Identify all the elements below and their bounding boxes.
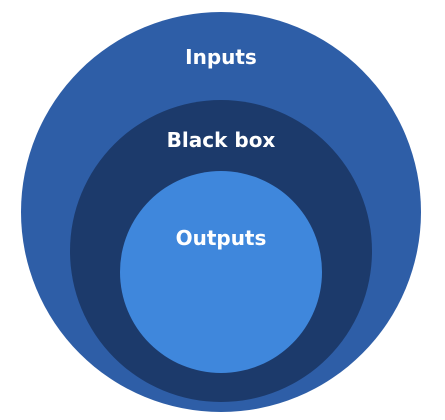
black-box-label: Black box xyxy=(167,128,276,152)
outputs-circle xyxy=(120,171,322,373)
outputs-label: Outputs xyxy=(176,226,267,250)
inputs-label: Inputs xyxy=(185,45,257,69)
